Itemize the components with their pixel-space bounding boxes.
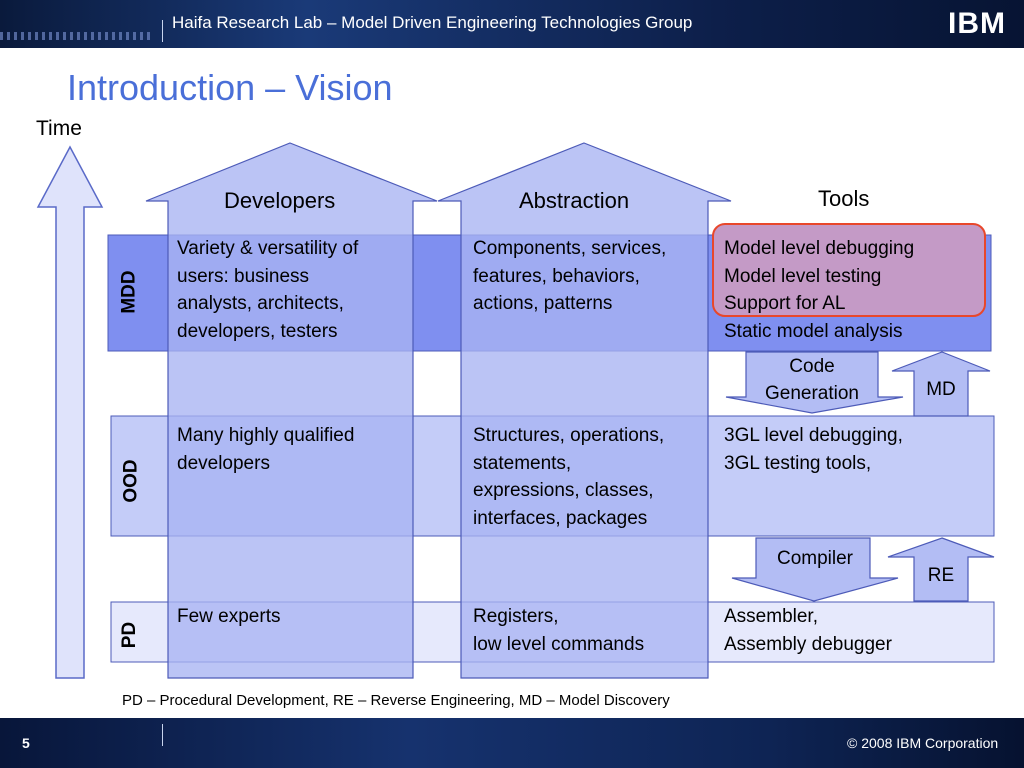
pd-developers-text: Few experts	[177, 603, 280, 631]
footer-bar: 5 © 2008 IBM Corporation	[0, 718, 1024, 768]
text-line: Components, services,	[473, 238, 667, 259]
time-label: Time	[36, 117, 82, 140]
text-line: Model level testing	[724, 265, 882, 287]
text-line: Assembly debugger	[724, 633, 892, 655]
pd-abstraction-text: Registers, low level commands	[473, 603, 644, 658]
column-heading-developers: Developers	[224, 188, 336, 213]
time-arrow	[36, 145, 104, 679]
text-line: statements,	[473, 452, 572, 474]
text-line: Generation	[764, 383, 859, 404]
row-label-ood: OOD	[120, 459, 142, 503]
ood-tools-text: 3GL level debugging, 3GL testing tools,	[724, 422, 903, 477]
pd-tools-text: Assembler, Assembly debugger	[724, 603, 892, 658]
text-line: Many highly qualified	[177, 425, 355, 446]
ood-developers-text: Many highly qualified developers	[177, 422, 354, 477]
text-line: low level commands	[473, 633, 645, 655]
text-line: Registers,	[473, 606, 559, 627]
row-label-pd: PD	[119, 621, 141, 649]
re-arrow	[887, 537, 995, 602]
text-line: actions, patterns	[473, 293, 613, 314]
text-line: Code	[789, 356, 835, 377]
text-line: Structures, operations,	[473, 425, 665, 446]
header-bar: Haifa Research Lab – Model Driven Engine…	[0, 0, 1024, 48]
text-line: developers	[177, 452, 270, 474]
text-line: Static model analysis	[724, 320, 903, 342]
text-line: Variety & versatility of	[177, 238, 359, 259]
header-dot-pattern	[0, 32, 150, 40]
text-line: 3GL testing tools,	[724, 452, 872, 474]
md-arrow	[891, 351, 991, 417]
compiler-arrow	[731, 537, 899, 602]
column-heading-tools: Tools	[818, 186, 870, 211]
abstraction-column-arrow	[437, 142, 732, 679]
tools-highlight-box	[712, 223, 986, 317]
page-number: 5	[22, 735, 30, 751]
md-label: MD	[926, 379, 956, 400]
text-line: interfaces, packages	[473, 507, 648, 529]
text-line: expressions, classes,	[473, 480, 654, 501]
text-line: Few experts	[177, 606, 281, 627]
page-title: Introduction – Vision	[67, 67, 393, 108]
header-separator	[162, 20, 163, 42]
developers-column-arrow	[145, 142, 438, 679]
text-line: Assembler,	[724, 606, 818, 627]
text-line: developers, testers	[177, 320, 338, 342]
row-label-mdd: MDD	[118, 270, 140, 314]
mdd-developers-text: Variety & versatility of users: business…	[177, 235, 358, 345]
mdd-abstraction-text: Components, services, features, behavior…	[473, 235, 666, 318]
copyright: © 2008 IBM Corporation	[847, 735, 999, 751]
ood-abstraction-text: Structures, operations, statements, expr…	[473, 422, 664, 532]
text-line: Support for AL	[724, 293, 846, 314]
text-line: analysts, architects,	[177, 293, 344, 314]
footnote: PD – Procedural Development, RE – Revers…	[122, 692, 670, 709]
text-line: features, behaviors,	[473, 265, 640, 287]
text-line: users: business	[177, 265, 310, 287]
footer-separator	[162, 724, 163, 746]
text-line: Model level debugging	[724, 238, 915, 259]
re-label: RE	[927, 565, 955, 586]
code-generation-arrow	[725, 351, 904, 414]
mdd-tools-text: Model level debugging Model level testin…	[724, 235, 914, 345]
text-line: 3GL level debugging,	[724, 425, 903, 446]
header-title: Haifa Research Lab – Model Driven Engine…	[172, 13, 693, 32]
column-heading-abstraction: Abstraction	[519, 188, 630, 213]
code-generation-label: Code Generation	[752, 353, 872, 407]
compiler-label: Compiler	[776, 548, 854, 569]
ibm-logo: IBM	[948, 7, 1006, 40]
